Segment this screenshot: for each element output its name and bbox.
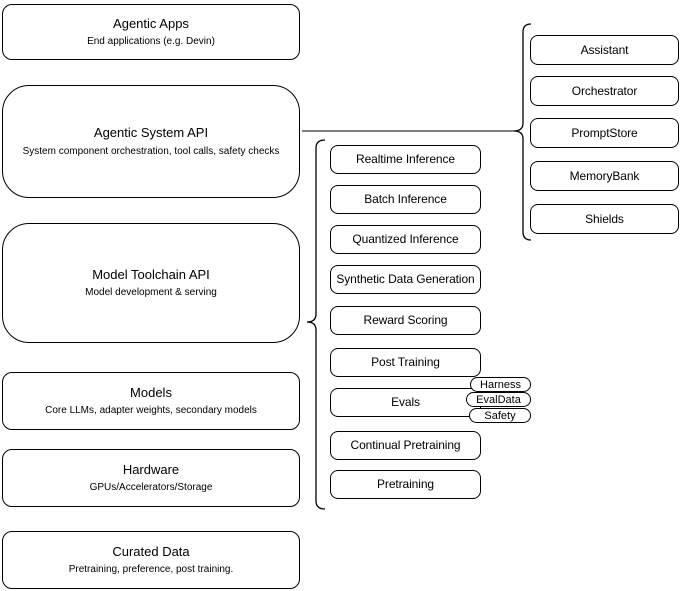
box-realtime-inference: Realtime Inference [330,145,481,174]
box-title: Agentic System API [93,125,209,141]
box-title: Agentic Apps [113,15,189,31]
box-subtitle: System component orchestration, tool cal… [22,145,280,157]
box-memorybank: MemoryBank [530,161,679,191]
box-curated-data: Curated Data Pretraining, preference, po… [2,531,300,589]
box-title: Hardware [122,461,180,477]
box-agentic-apps: Agentic Apps End applications (e.g. Devi… [2,4,300,60]
box-label: Pretraining [377,477,434,492]
box-label: Shields [585,211,624,226]
box-synthetic-data-generation: Synthetic Data Generation [330,265,481,294]
box-subtitle: Core LLMs, adapter weights, secondary mo… [45,405,257,417]
box-quantized-inference: Quantized Inference [330,225,481,254]
box-subtitle: GPUs/Accelerators/Storage [89,482,213,494]
box-label: MemoryBank [569,168,640,183]
box-evals: Evals [330,388,481,417]
box-model-toolchain-api: Model Toolchain API Model development & … [2,223,300,343]
toolchain-brace [306,139,326,510]
box-assistant: Assistant [530,35,679,65]
pill-label: Harness [480,378,521,391]
box-pretraining: Pretraining [330,470,481,499]
box-label: Realtime Inference [356,152,455,167]
box-reward-scoring: Reward Scoring [330,306,481,335]
pill-evaldata: EvalData [466,392,531,407]
box-title: Models [130,384,172,400]
pill-harness: Harness [470,377,531,392]
box-label: Assistant [580,42,629,57]
box-post-training: Post Training [330,348,481,377]
box-title: Curated Data [112,543,190,559]
box-label: Orchestrator [571,83,638,98]
pill-safety: Safety [469,408,531,423]
box-models: Models Core LLMs, adapter weights, secon… [2,372,300,430]
box-hardware: Hardware GPUs/Accelerators/Storage [2,449,300,507]
box-orchestrator: Orchestrator [530,76,679,106]
box-continual-pretraining: Continual Pretraining [330,431,481,460]
box-label: Post Training [371,355,440,370]
box-agentic-system-api: Agentic System API System component orch… [2,85,300,198]
box-shields: Shields [530,204,679,234]
box-batch-inference: Batch Inference [330,185,481,214]
box-promptstore: PromptStore [530,118,679,148]
box-label: Quantized Inference [352,232,459,247]
box-title: Model Toolchain API [92,266,210,282]
box-label: Evals [391,395,420,410]
pill-label: EvalData [476,393,521,406]
box-label: Synthetic Data Generation [336,272,475,287]
pill-label: Safety [484,409,516,422]
system-components-brace [513,23,532,241]
box-label: PromptStore [571,125,638,140]
box-subtitle: Model development & serving [85,287,217,299]
box-label: Batch Inference [364,192,447,207]
box-subtitle: End applications (e.g. Devin) [87,36,215,48]
box-label: Continual Pretraining [350,438,461,453]
box-label: Reward Scoring [363,313,448,328]
box-subtitle: Pretraining, preference, post training. [68,564,234,576]
